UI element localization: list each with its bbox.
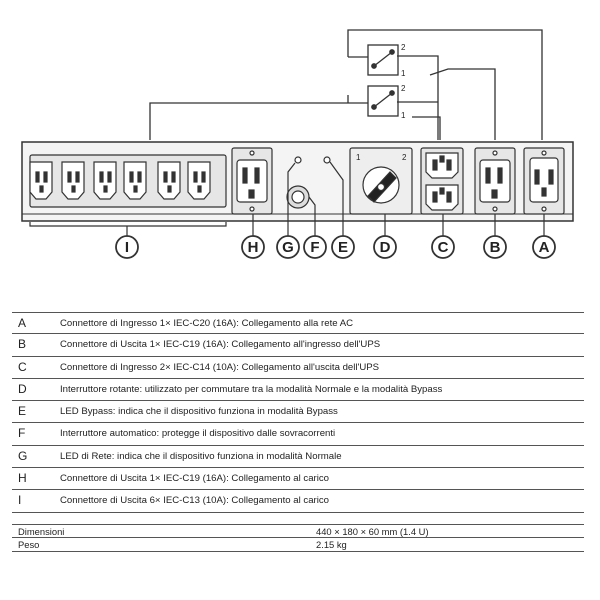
c19-output-connector xyxy=(231,147,273,215)
c13-outlet xyxy=(187,161,211,200)
callout-label-f: F xyxy=(310,239,319,256)
callout-circle-a xyxy=(532,235,556,259)
legend-letter: C xyxy=(18,359,27,374)
c14-input-connectors xyxy=(420,147,464,215)
legend-row: B Connettore di Uscita 1× IEC-C19 (16A): … xyxy=(12,334,584,357)
spec-label: Dimensioni xyxy=(18,526,65,537)
callout-circle-i xyxy=(115,235,139,259)
legend-row: C Connettore di Ingresso 2× IEC-C14 (10A)… xyxy=(12,357,584,379)
spec-label: Peso xyxy=(18,539,40,550)
c19-ups-connector xyxy=(474,147,516,215)
legend-row: F Interruttore automatico: protegge il di… xyxy=(12,423,584,446)
legend-row: A Connettore di Ingresso 1× IEC-C20 (16A)… xyxy=(12,312,584,335)
legend-letter: A xyxy=(18,316,27,330)
callout-label-d: D xyxy=(380,239,391,256)
legend-row: I Connettore di Uscita 6× IEC-C13 (10A): … xyxy=(12,490,584,513)
bypass-led xyxy=(323,156,331,164)
callout-label-h: H xyxy=(248,239,259,256)
legend-letter: H xyxy=(18,471,27,486)
callout-circle-g xyxy=(276,235,300,259)
legend-description: Connettore di Ingresso 1× IEC-C20 (16A):… xyxy=(60,318,354,329)
callout-label-i: I xyxy=(125,239,129,256)
spec-row: Peso 2.15 kg xyxy=(12,538,584,552)
callout-circle-e xyxy=(331,235,355,259)
legend-description: Connettore di Uscita 1× IEC-C19 (16A): C… xyxy=(60,339,381,351)
legend-row: D Interruttore rotante: utilizzato per co… xyxy=(12,379,584,402)
spec-value: 440 × 180 × 60 mm (1.4 U) xyxy=(316,526,429,537)
legend-letter: I xyxy=(18,493,22,508)
legend-row: G LED di Rete: indica che il dispositivo … xyxy=(12,446,584,469)
c13-outlet xyxy=(123,161,147,200)
spec-row: Dimensioni 440 × 180 × 60 mm (1.4 U) xyxy=(12,524,584,538)
legend-letter: G xyxy=(18,448,28,463)
c13-outlet xyxy=(61,161,85,200)
legend-letter: F xyxy=(18,426,26,441)
legend-row: H Connettore di Uscita 1× IEC-C19 (16A): … xyxy=(12,468,584,491)
callout-circle-c xyxy=(431,235,455,259)
spec-value: 2.15 kg xyxy=(316,539,347,550)
c13-outlet-bank xyxy=(29,154,227,208)
c13-outlet xyxy=(29,161,53,200)
legend-letter: D xyxy=(18,381,27,396)
legend-letter: B xyxy=(18,337,27,352)
specs-table: Dimensioni 440 × 180 × 60 mm (1.4 U) Peso 2… xyxy=(12,524,584,552)
legend-description: LED Bypass: indica che il dispositivo fu… xyxy=(60,406,338,418)
legend-table: A Connettore di Ingresso 1× IEC-C20 (16A)… xyxy=(12,312,584,513)
switch-pos-1: 1 xyxy=(356,153,361,162)
c13-outlet xyxy=(157,161,181,200)
legend-description: Interruttore rotante: utilizzato per com… xyxy=(60,383,443,395)
callout-label-e: E xyxy=(338,239,348,256)
callout-circle-h xyxy=(241,235,265,259)
switch-pos-2: 2 xyxy=(402,153,407,162)
legend-description: Connettore di Uscita 1× IEC-C19 (16A): C… xyxy=(60,473,330,485)
circuit-breaker xyxy=(286,185,310,209)
legend-row: E LED Bypass: indica che il dispositivo f… xyxy=(12,401,584,424)
callout-label-g: G xyxy=(282,239,294,256)
callout-circle-b xyxy=(483,235,507,259)
relay-contact-1: 1 xyxy=(401,69,406,78)
relay-contact-2b: 2 xyxy=(401,84,406,93)
callout-label-c: C xyxy=(438,239,449,256)
callout-circle-d xyxy=(373,235,397,259)
legend-description: Connettore di Ingresso 2× IEC-C14 (10A):… xyxy=(60,361,380,373)
rear-panel-diagram: 2 1 2 1 1 2 xyxy=(21,29,574,259)
rotary-switch xyxy=(349,147,413,215)
callout-circle-f xyxy=(303,235,327,259)
callout-label-a: A xyxy=(539,239,550,256)
relay-contact-2: 2 xyxy=(401,43,406,52)
legend-description: LED di Rete: indica che il dispositivo f… xyxy=(60,450,342,462)
c20-input-connector xyxy=(523,147,565,215)
c13-outlet xyxy=(93,161,117,200)
legend-letter: E xyxy=(18,404,27,419)
legend-description: Connettore di Uscita 6× IEC-C13 (10A): C… xyxy=(60,495,330,507)
mains-led xyxy=(294,156,302,164)
relay-contact-1b: 1 xyxy=(401,111,406,120)
callout-label-b: B xyxy=(490,239,501,256)
legend-description: Interruttore automatico: protegge il dis… xyxy=(60,428,336,440)
